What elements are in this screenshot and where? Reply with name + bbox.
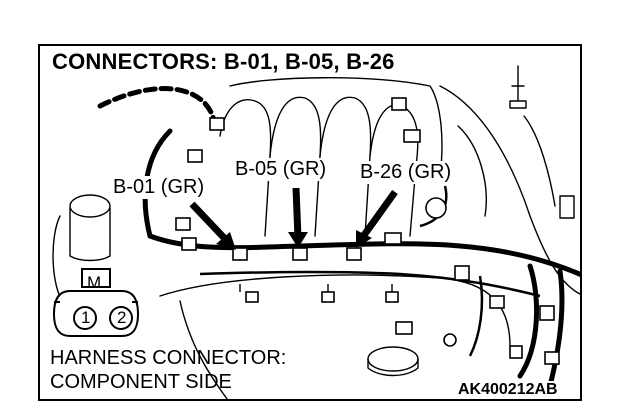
connector xyxy=(559,195,575,219)
connector xyxy=(175,217,191,231)
connector xyxy=(403,129,421,143)
pin-1-circle xyxy=(73,306,97,330)
connector xyxy=(489,295,505,309)
connector xyxy=(245,291,259,303)
connector xyxy=(395,321,413,335)
caption-line-2: COMPONENT SIDE xyxy=(50,371,232,393)
connector xyxy=(544,351,560,365)
sensor-eye xyxy=(425,197,447,219)
engine-cover-edge xyxy=(179,300,228,399)
filler-cap-side xyxy=(367,358,419,377)
engine-cover xyxy=(159,274,511,347)
label-b01: B-01 (GR) xyxy=(111,176,207,199)
connector xyxy=(181,237,197,251)
sensor xyxy=(509,65,527,109)
figure-code: AK400212AB xyxy=(455,381,561,399)
pin-2-label: 2 xyxy=(117,308,127,327)
manifold-runner xyxy=(269,96,322,237)
connector xyxy=(391,97,407,111)
pin-2-circle xyxy=(109,306,133,330)
hose xyxy=(523,115,556,207)
pin-1-label: 1 xyxy=(81,308,91,327)
reservoir-body xyxy=(69,207,111,262)
connector xyxy=(385,291,399,303)
diagram-title: CONNECTORS: B-01, B-05, B-26 xyxy=(52,49,395,74)
connector-face xyxy=(52,268,140,337)
connector-b01 xyxy=(232,247,248,261)
arrow-b26 xyxy=(359,189,398,241)
harness-wire xyxy=(199,270,541,298)
arrow-b01-head xyxy=(216,232,236,250)
connector-key-label: M xyxy=(87,273,102,292)
arrow-b05-head xyxy=(288,232,308,248)
callout-arrows xyxy=(189,187,398,250)
connector xyxy=(187,149,203,163)
filler-cap xyxy=(367,346,419,372)
diagram-frame: CONNECTORS: B-01, B-05, B-26 B-01 (GR) B… xyxy=(38,44,582,401)
harness-wire xyxy=(468,275,484,357)
arrow-b01 xyxy=(189,201,231,245)
connector xyxy=(209,117,225,131)
connector xyxy=(454,265,470,281)
arrow-b26-head xyxy=(356,230,372,248)
harness-branch xyxy=(547,268,565,389)
connector xyxy=(509,345,523,359)
manifold-runner xyxy=(319,96,372,237)
reservoir-cap xyxy=(69,194,111,218)
connector-key xyxy=(81,268,111,288)
manifold-runner xyxy=(219,99,272,237)
label-b05: B-05 (GR) xyxy=(233,158,329,181)
harness-branch xyxy=(517,263,539,379)
harness-branch xyxy=(97,86,218,129)
connector xyxy=(384,232,402,245)
connector xyxy=(321,291,335,303)
manifold-plenum xyxy=(229,77,443,177)
connector-b05 xyxy=(292,247,308,261)
hose xyxy=(457,125,487,217)
connector-b26 xyxy=(346,247,362,261)
label-b26: B-26 (GR) xyxy=(358,161,454,184)
connector xyxy=(539,305,555,321)
arrow-b05 xyxy=(292,187,302,239)
caption-line-1: HARNESS CONNECTOR: xyxy=(50,347,287,369)
ground-terminal xyxy=(443,333,457,347)
main-harness xyxy=(147,233,580,278)
